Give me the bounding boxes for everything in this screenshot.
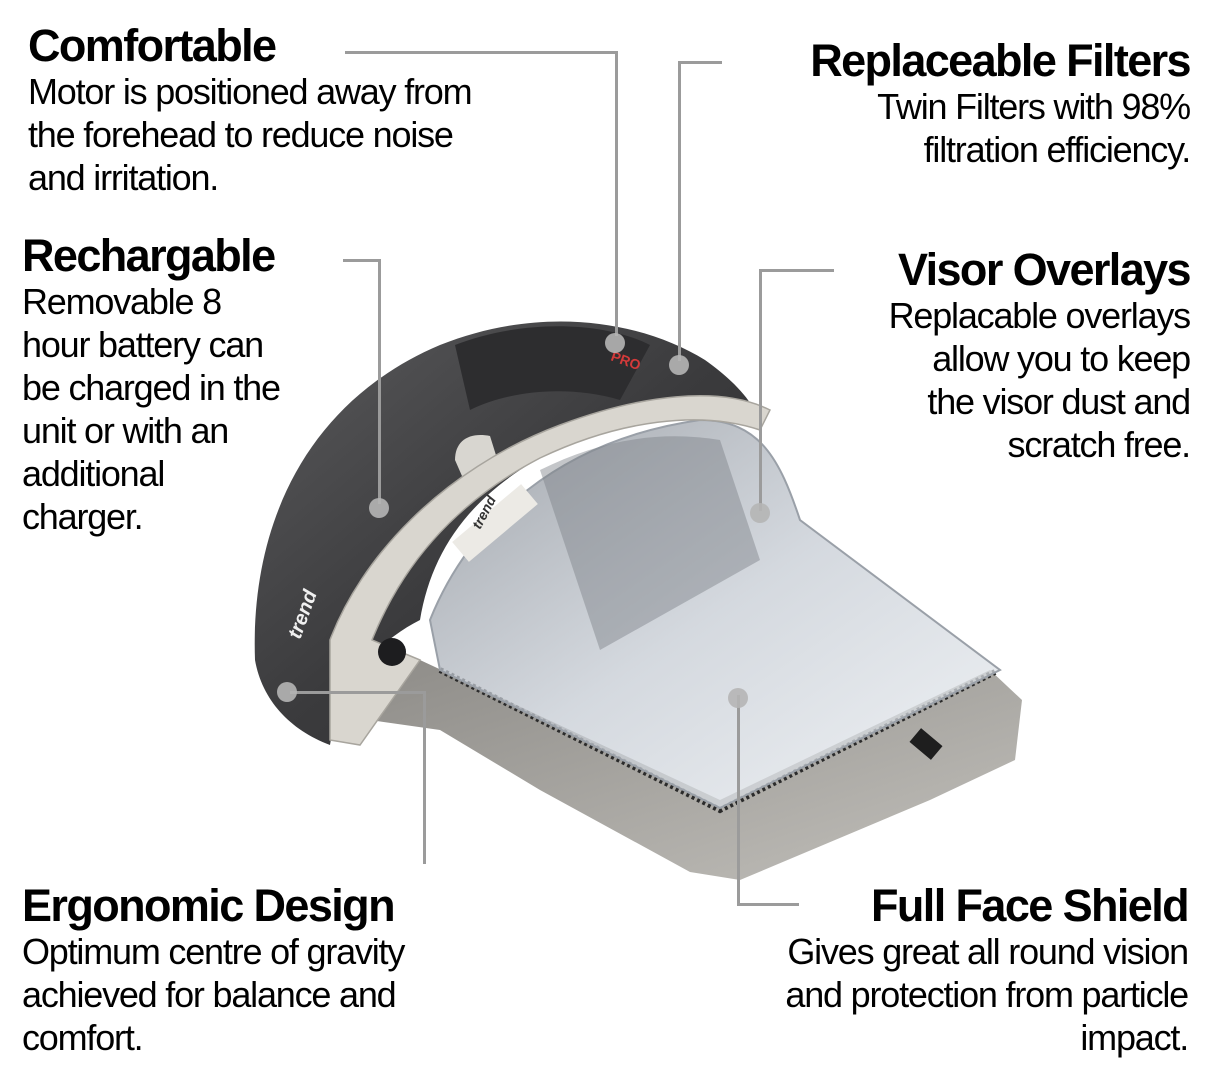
feature-title: Replaceable Filters	[810, 35, 1191, 86]
feature-description: Replacable overlays allow you to keep th…	[888, 294, 1192, 466]
feature-title: Full Face Shield	[871, 880, 1190, 931]
connector-filters-h	[678, 61, 722, 64]
feature-title: Rechargable	[22, 230, 276, 281]
description-line: Gives great all round vision	[787, 931, 1189, 972]
connector-comfortable-v	[615, 51, 618, 336]
description-line: hour battery can	[22, 324, 264, 365]
description-line: charger.	[22, 496, 144, 537]
feature-comfortable: Comfortable Motor is positioned away fro…	[28, 20, 473, 199]
connector-dot-visor	[750, 503, 770, 523]
feature-full-face-shield: Full Face Shield Gives great all round v…	[785, 880, 1190, 1059]
description-line: the forehead to reduce noise	[28, 114, 454, 155]
connector-visor-h	[759, 269, 834, 272]
description-line: filtration efficiency.	[923, 129, 1192, 170]
description-line: scratch free.	[1007, 424, 1192, 465]
description-line: and protection from particle	[785, 974, 1189, 1015]
feature-description: Motor is positioned away from the forehe…	[28, 70, 473, 199]
description-line: be charged in the	[22, 367, 281, 408]
connector-filters-v	[678, 61, 681, 361]
connector-rechargable-h	[343, 259, 381, 262]
description-line: comfort.	[22, 1017, 144, 1058]
connector-dot-filters	[669, 355, 689, 375]
description-line: the visor dust and	[927, 381, 1191, 422]
feature-visor-overlays: Visor Overlays Replacable overlays allow…	[888, 244, 1192, 466]
connector-ergonomic-h	[290, 691, 426, 694]
feature-title: Visor Overlays	[898, 244, 1192, 295]
feature-title: Ergonomic Design	[22, 880, 396, 931]
feature-ergonomic-design: Ergonomic Design Optimum centre of gravi…	[22, 880, 405, 1059]
feature-replaceable-filters: Replaceable Filters Twin Filters with 98…	[810, 35, 1192, 171]
description-line: allow you to keep	[932, 338, 1191, 379]
feature-description: Gives great all round vision and protect…	[785, 930, 1189, 1059]
connector-ergonomic-v	[423, 691, 426, 864]
description-line: and irritation.	[28, 157, 219, 198]
description-line: Twin Filters with 98%	[877, 86, 1191, 127]
description-line: Replacable overlays	[888, 295, 1192, 336]
description-line: impact.	[1080, 1017, 1189, 1058]
description-line: Optimum centre of gravity	[22, 931, 405, 972]
connector-visor-v	[759, 269, 762, 511]
feature-title: Comfortable	[28, 20, 277, 71]
connector-dot-comfortable	[605, 333, 625, 353]
connector-dot-faceshield	[728, 688, 748, 708]
feature-description: Removable 8 hour battery can be charged …	[22, 280, 281, 538]
connector-dot-ergonomic	[277, 682, 297, 702]
description-line: unit or with an	[22, 410, 229, 451]
feature-description: Optimum centre of gravity achieved for b…	[22, 930, 405, 1059]
connector-faceshield-v	[737, 695, 740, 905]
description-line: additional	[22, 453, 165, 494]
clip	[909, 728, 943, 760]
connector-faceshield-h	[737, 903, 799, 906]
description-line: Removable 8	[22, 281, 222, 322]
feature-rechargable: Rechargable Removable 8 hour battery can…	[22, 230, 281, 538]
connector-rechargable-v	[378, 259, 381, 504]
connector-dot-rechargable	[369, 498, 389, 518]
feature-description: Twin Filters with 98% filtration efficie…	[810, 85, 1192, 171]
description-line: Motor is positioned away from	[28, 71, 473, 112]
description-line: achieved for balance and	[22, 974, 397, 1015]
connector-comfortable-h	[345, 51, 618, 54]
